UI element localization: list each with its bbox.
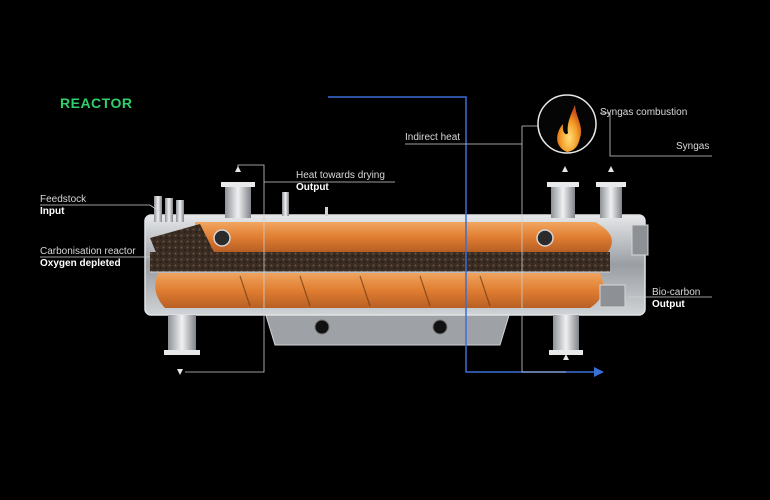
reactor-base: [264, 311, 511, 346]
label-combustion-name: Syngas combustion: [600, 107, 688, 118]
right-flange: [631, 224, 649, 256]
upper-heat-zone: [195, 222, 612, 252]
flow-arrows: [177, 166, 614, 375]
label-reactor: Carbonisation reactor Oxygen depleted: [40, 246, 136, 270]
indirect-heat-chimney: [547, 182, 579, 218]
label-drying-sub: Output: [296, 182, 329, 193]
label-feedstock-sub: Input: [40, 206, 65, 217]
combustion-chamber: [537, 94, 597, 154]
bottom-right-legs: [549, 315, 583, 355]
biocarbon-outlet: [599, 284, 626, 308]
base-port-left: [314, 319, 330, 335]
small-stack: [282, 192, 289, 216]
syngas-chimney: [596, 182, 626, 218]
heat-flow-arrow: [594, 367, 604, 377]
feedstock-pipes: [154, 196, 184, 222]
drying-chimney: [221, 182, 255, 218]
label-syngas-name: Syngas: [676, 141, 710, 152]
label-indirect-heat: Indirect heat: [405, 132, 460, 144]
label-biocarbon-name: Bio-carbon: [652, 287, 701, 298]
shell-port-left: [213, 229, 231, 247]
carbonisation-bed: [150, 252, 610, 272]
label-biocarbon: Bio-carbon Output: [652, 287, 700, 311]
label-drying-name: Heat towards drying: [296, 170, 385, 181]
label-biocarbon-sub: Output: [652, 299, 685, 310]
label-drying: Heat towards drying Output: [296, 170, 385, 194]
label-feedstock: Feedstock Input: [40, 194, 86, 218]
label-feedstock-name: Feedstock: [40, 194, 87, 205]
shell-port-right: [536, 229, 554, 247]
label-combustion: Syngas combustion: [600, 107, 687, 119]
diagram-title: REACTOR: [60, 95, 133, 111]
flame-icon: [557, 105, 582, 152]
lower-baffles: [239, 275, 491, 307]
label-reactor-sub: Oxygen depleted: [40, 258, 121, 269]
base-port-right: [432, 319, 448, 335]
lower-heat-zone: [155, 273, 604, 308]
label-syngas: Syngas: [676, 141, 709, 153]
bottom-left-legs: [164, 315, 200, 355]
top-pin: [325, 207, 328, 216]
label-reactor-name: Carbonisation reactor: [40, 246, 136, 257]
label-indirect-name: Indirect heat: [405, 132, 461, 143]
